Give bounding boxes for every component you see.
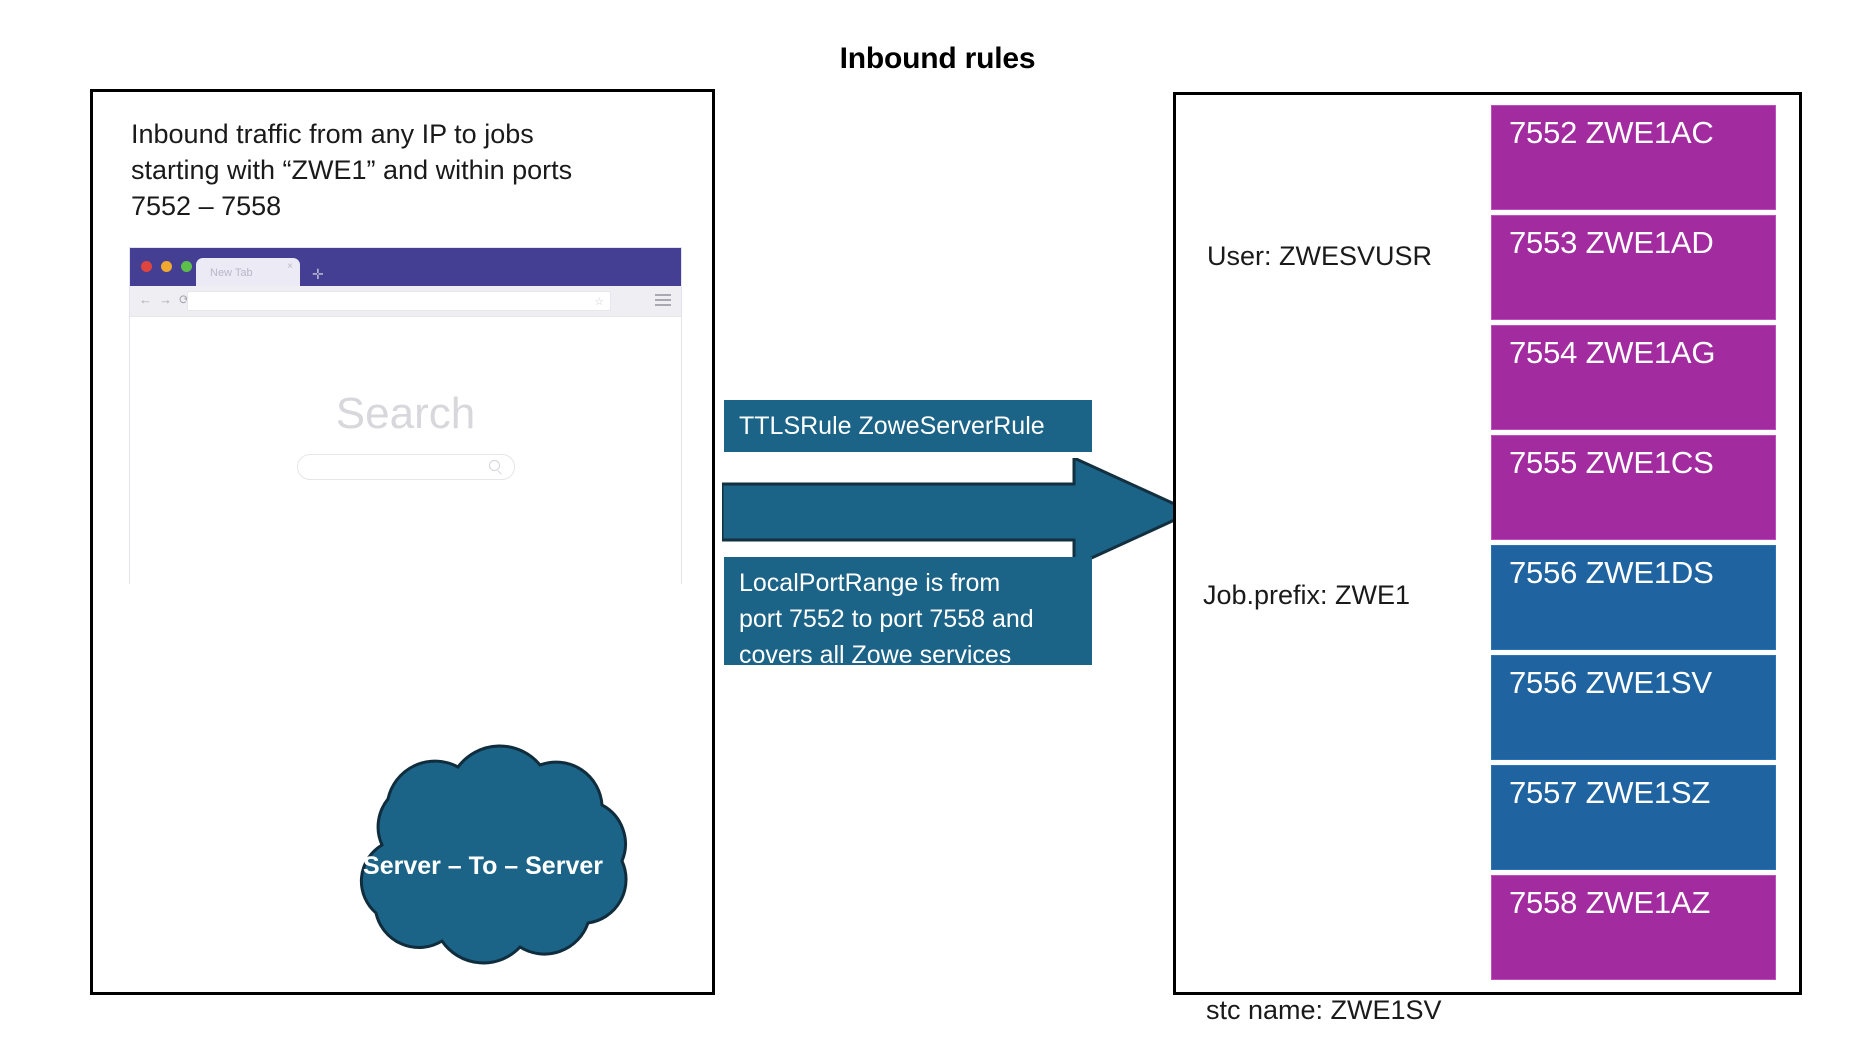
label-user: User: ZWESVUSR: [1207, 241, 1433, 271]
browser-nav-icons: ← → ⟳: [139, 293, 190, 307]
port-badge-list: 7552 ZWE1AC 7553 ZWE1AD 7554 ZWE1AG 7555…: [1491, 105, 1776, 985]
callout-local-port-range: LocalPortRange is from port 7552 to port…: [724, 557, 1092, 669]
callout-ttls-rule: TTLSRule ZoweServerRule: [724, 400, 1092, 452]
flow-arrow-right-icon: [722, 458, 1192, 566]
tab-close-icon[interactable]: ×: [287, 261, 293, 272]
close-window-icon[interactable]: [141, 261, 152, 272]
browser-window-mockup: New Tab × ✛ ← → ⟳ ☆ Search: [129, 247, 682, 584]
right-panel-server-side: User: ZWESVUSR Job.prefix: ZWE1 stc name…: [1173, 92, 1802, 1025]
forward-icon[interactable]: →: [159, 292, 172, 307]
browser-tab-label: New Tab: [210, 267, 253, 279]
port-badge: 7554 ZWE1AG: [1491, 325, 1776, 430]
port-badge: 7552 ZWE1AC: [1491, 105, 1776, 210]
browser-titlebar: New Tab × ✛: [130, 248, 681, 286]
port-badge: 7557 ZWE1SZ: [1491, 765, 1776, 870]
url-address-input[interactable]: ☆: [187, 291, 611, 311]
port-badge: 7556 ZWE1DS: [1491, 545, 1776, 650]
inbound-traffic-description: Inbound traffic from any IP to jobs star…: [131, 119, 573, 221]
search-heading: Search: [335, 389, 476, 438]
hamburger-menu-icon[interactable]: [655, 294, 671, 306]
cloud-label: Server – To – Server: [363, 852, 603, 880]
browser-tab[interactable]: New Tab ×: [196, 258, 300, 286]
label-stc-name: stc name: ZWE1SV: [1206, 995, 1442, 1025]
search-icon: [488, 460, 500, 471]
port-badge: 7555 ZWE1CS: [1491, 435, 1776, 540]
port-badge: 7553 ZWE1AD: [1491, 215, 1776, 320]
back-icon[interactable]: ←: [139, 292, 152, 307]
label-job-prefix: Job.prefix: ZWE1: [1203, 580, 1411, 610]
new-tab-icon[interactable]: ✛: [312, 266, 324, 282]
bookmark-star-icon[interactable]: ☆: [594, 296, 604, 308]
window-traffic-lights: [141, 261, 192, 272]
browser-toolbar: ← → ⟳ ☆: [130, 286, 681, 317]
page-title: Inbound rules: [839, 42, 1036, 75]
server-to-server-cloud: [359, 744, 628, 965]
search-input[interactable]: [296, 454, 515, 480]
port-badge: 7556 ZWE1SV: [1491, 655, 1776, 760]
browser-content-area: Search: [130, 317, 681, 584]
minimize-window-icon[interactable]: [161, 261, 172, 272]
maximize-window-icon[interactable]: [181, 261, 192, 272]
left-panel-client-side: Inbound traffic from any IP to jobs star…: [90, 89, 715, 995]
port-badge: 7558 ZWE1AZ: [1491, 875, 1776, 980]
reload-icon[interactable]: ⟳: [179, 292, 190, 307]
